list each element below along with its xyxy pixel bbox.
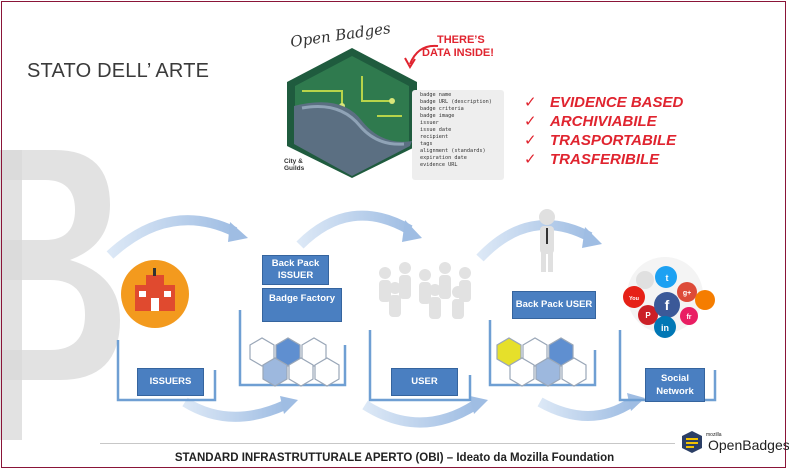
data-inside-callout-line2: DATA INSIDE! [422, 47, 494, 59]
data-inside-callout-line1: THERE’S [437, 34, 485, 46]
property-item: ✓ TRASPORTABILE [524, 131, 676, 149]
linkedin-icon [654, 316, 676, 338]
footer-divider [100, 443, 675, 444]
property-item: ✓ TRASFERIBILE [524, 150, 659, 168]
bracket-issuers [116, 340, 217, 402]
svg-text:f: f [665, 297, 670, 313]
city-guilds-line2: Guilds [284, 165, 305, 172]
svg-text:fr: fr [686, 314, 691, 321]
issuers-label: ISSUERS [149, 376, 192, 387]
user-label: USER [411, 376, 438, 387]
hexagons-user [496, 337, 587, 387]
flow-arrow-top-mid [296, 210, 413, 249]
backpack-issuer-box: Back Pack ISSUER [262, 255, 329, 285]
people-group-icon [379, 262, 471, 319]
callout-arrow-icon [404, 44, 439, 69]
flow-arrow-bottom-mid [362, 400, 478, 428]
metadata-item: badge URL (description) [420, 99, 492, 105]
metadata-item: badge image [420, 113, 455, 119]
badge-metadata-list: badge name badge URL (description) badge… [420, 92, 505, 169]
badge-factory-box: Badge Factory [262, 288, 342, 322]
youtube-icon [623, 286, 645, 308]
metadata-item: tags [420, 141, 433, 147]
metadata-item: evidence URL [420, 162, 458, 168]
property-item: ✓ ARCHIVIABILE [524, 112, 657, 130]
bracket-user [368, 330, 472, 402]
check-icon: ✓ [524, 94, 537, 111]
property-label: EVIDENCE BASED [550, 94, 684, 111]
flickr-icon [636, 271, 654, 289]
check-icon: ✓ [524, 151, 537, 168]
badge-factory-label: Badge Factory [269, 293, 335, 304]
issuers-box: ISSUERS [137, 368, 204, 396]
check-icon: ✓ [524, 132, 537, 149]
twitter-icon [655, 266, 677, 288]
svg-text:g+: g+ [683, 290, 691, 297]
property-item: ✓ EVIDENCE BASED [524, 93, 683, 111]
pinterest-icon [638, 305, 658, 325]
social-icons-cluster: t f in g+ fr P You [623, 257, 715, 338]
person-icon [539, 209, 555, 272]
flow-arrow-top-right [476, 220, 593, 262]
badge-hexagon-icon [287, 48, 417, 178]
metadata-panel [412, 90, 504, 180]
footer-text: STANDARD INFRASTRUTTURALE APERTO (OBI) –… [174, 452, 615, 464]
facebook-icon [654, 292, 680, 318]
property-label: ARCHIVIABILE [550, 113, 657, 130]
backpack-user-box: Back Pack USER [512, 291, 596, 319]
backpack-issuer-label: Back Pack ISSUER [271, 258, 320, 281]
city-guilds-logo: City & Guilds [284, 158, 304, 172]
openbadges-logo-text: OpenBadges [708, 437, 789, 453]
google-plus-icon [677, 282, 697, 302]
metadata-item: badge criteria [420, 106, 464, 112]
svg-text:You: You [629, 296, 639, 302]
metadata-item: expiration date [420, 155, 467, 161]
social-network-label: Social Network [656, 373, 694, 397]
user-box: USER [391, 368, 458, 396]
metadata-item: recipient [420, 134, 449, 140]
metadata-item: issuer [420, 120, 439, 126]
property-label: TRASFERIBILE [550, 151, 660, 168]
background-ob-watermark [0, 150, 120, 440]
property-label: TRASPORTABILE [550, 132, 677, 149]
svg-text:t: t [666, 273, 669, 283]
openbadges-logo-small: mozilla [706, 432, 722, 438]
openbadges-logo-icon [682, 431, 702, 453]
metadata-item: badge name [420, 92, 452, 98]
hexagons-factory [249, 337, 340, 387]
svg-text:in: in [661, 323, 669, 333]
open-badges-illustration: Open Badges THERE’S DATA INSIDE! City & … [282, 18, 507, 188]
metadata-item: alignment (standards) [420, 148, 486, 154]
flow-arrow-top-left [106, 215, 238, 259]
blogger-icon [695, 290, 715, 310]
flow-arrow-bottom-right [537, 397, 635, 421]
check-icon: ✓ [524, 113, 537, 130]
flow-arrow-bottom-left [182, 397, 288, 422]
bracket-backpack-user [488, 320, 597, 387]
bracket-factory [238, 310, 347, 387]
metadata-item: issue date [420, 127, 452, 133]
city-guilds-line1: City & [284, 158, 303, 165]
backpack-user-label: Back Pack USER [515, 299, 593, 310]
fr-icon [680, 307, 698, 325]
svg-text:P: P [645, 311, 651, 320]
slide-title: STATO DELL’ ARTE [27, 60, 210, 82]
social-network-box: Social Network [645, 368, 705, 402]
